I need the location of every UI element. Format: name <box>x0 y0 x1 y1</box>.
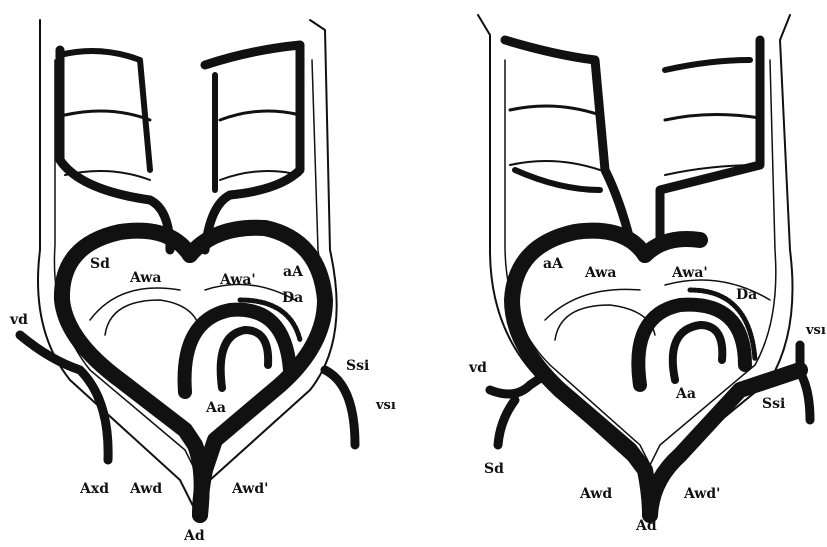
left-main-arch-right <box>190 228 325 515</box>
right-upper-branch-left <box>505 40 630 240</box>
label-aa-upper: aA <box>283 264 304 280</box>
right-aortic-arch-outer <box>638 305 745 385</box>
label-r-awd-prime: Awd' <box>683 486 720 502</box>
right-vsi-vessel <box>800 345 810 420</box>
left-upper-branch-right <box>205 45 300 250</box>
right-sd-vessel <box>498 400 515 445</box>
right-lower-vessel <box>650 370 800 515</box>
label-ad: Ad <box>183 528 205 544</box>
right-cross-2 <box>665 114 760 120</box>
right-aortic-arch-inner <box>673 325 723 380</box>
left-awa-chamber <box>90 288 180 320</box>
label-awd-prime: Awd' <box>231 481 268 497</box>
label-axd: Axd <box>79 481 109 497</box>
left-cross-2 <box>220 111 300 120</box>
label-da: Da <box>282 290 303 306</box>
left-upper-branch-left <box>60 50 170 250</box>
label-aa: Aa <box>205 400 226 416</box>
label-r-awa-prime: Awa' <box>671 265 708 281</box>
right-panel <box>478 15 810 520</box>
label-awa-prime: Awa' <box>219 272 256 288</box>
right-upper-branch-right-2 <box>665 60 750 70</box>
right-vd-vessel <box>490 375 545 394</box>
label-r-aa: Aa <box>675 386 696 402</box>
label-r-awa: Awa <box>584 265 616 281</box>
label-awd: Awd <box>129 481 162 497</box>
label-r-aa-upper: aA <box>543 256 564 272</box>
right-cross-3 <box>510 161 600 170</box>
left-panel <box>20 20 355 520</box>
label-r-vd: vd <box>468 360 487 376</box>
label-sd: Sd <box>90 256 110 272</box>
label-r-ad: Ad <box>635 518 657 534</box>
left-aortic-arch-inner <box>221 330 268 388</box>
label-r-ssi: Ssi <box>762 396 785 412</box>
label-vsi: vsı <box>375 398 396 413</box>
right-upper-branch-left-2 <box>515 170 600 190</box>
right-cross-1 <box>510 106 600 115</box>
right-awa-chamber <box>545 289 640 320</box>
label-r-sd: Sd <box>484 461 504 477</box>
label-vd: vd <box>9 312 28 328</box>
label-r-vsi: vsı <box>805 323 826 338</box>
right-main-arch-right <box>645 239 700 255</box>
label-r-awd: Awd <box>579 486 612 502</box>
label-r-da: Da <box>736 287 757 303</box>
left-ssi-vessel <box>325 370 355 445</box>
label-awa: Awa <box>129 270 161 286</box>
label-ssi: Ssi <box>346 358 369 374</box>
left-cross-1 <box>65 111 150 120</box>
